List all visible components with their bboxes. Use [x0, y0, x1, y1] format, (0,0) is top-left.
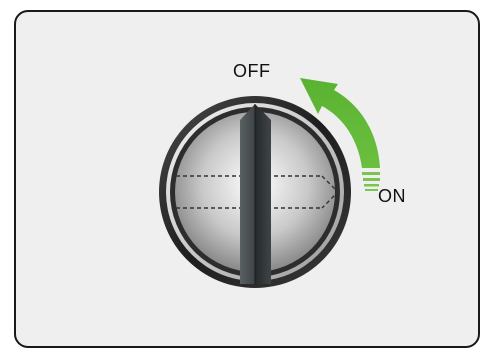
curved-arrow-icon: [300, 78, 380, 191]
off-label: OFF: [233, 61, 271, 81]
rotary-dial: [159, 96, 351, 288]
dial-handle: [240, 104, 271, 284]
on-label: ON: [378, 186, 406, 206]
